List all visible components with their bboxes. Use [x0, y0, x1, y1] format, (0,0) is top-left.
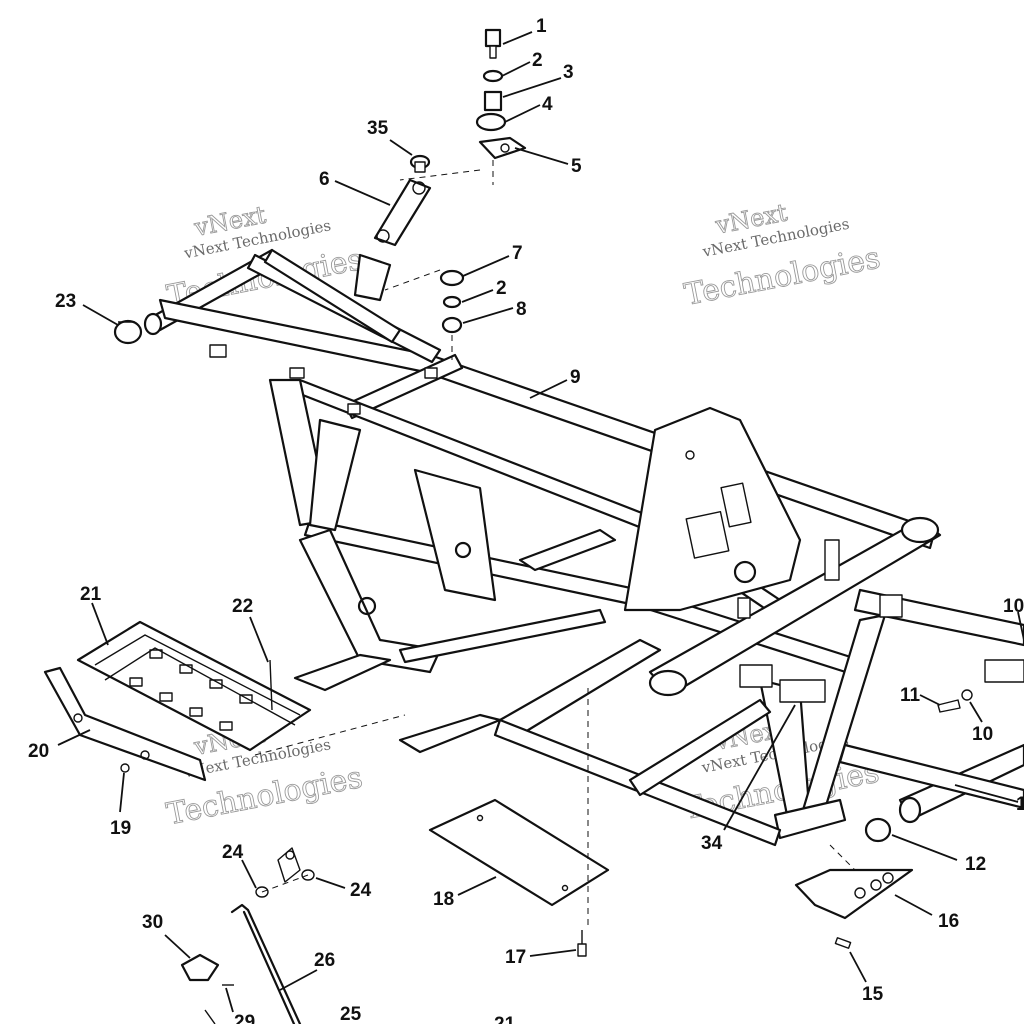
rear-bracket-16	[794, 844, 914, 949]
callout-15: 15	[862, 984, 884, 1005]
callout-9: 9	[570, 367, 581, 388]
callout-19: 19	[110, 818, 131, 839]
leader-lines	[57, 31, 1024, 1013]
callout-24b: 24	[350, 880, 372, 901]
knob-30	[180, 953, 234, 1024]
washer-nut-stack	[384, 269, 465, 360]
callout-4: 4	[542, 94, 553, 115]
callout-24a: 24	[222, 842, 244, 863]
mount-hardware-stack	[399, 28, 527, 185]
callout-11: 11	[900, 685, 921, 706]
callout-34: 34	[701, 833, 723, 854]
callout-10b: 10	[972, 724, 993, 745]
callout-30: 30	[142, 912, 163, 933]
callout-2: 2	[532, 50, 543, 71]
callout-5: 5	[571, 156, 582, 177]
watermark-top-right: vNext vNext Technologies Technologies	[681, 198, 883, 313]
callout-35: 35	[367, 118, 389, 139]
callout-20: 20	[28, 741, 49, 762]
callout-26: 26	[314, 950, 335, 971]
linkage-24	[255, 847, 315, 898]
tube-cap-12	[864, 817, 892, 843]
footrest-plate-assembly	[43, 620, 406, 782]
screw-17	[577, 930, 587, 957]
main-frame	[143, 248, 1024, 847]
callout-8: 8	[516, 299, 527, 320]
callout-10a: 10	[1003, 596, 1024, 617]
rear-side-rail	[838, 743, 1024, 810]
callout-13: 1	[1016, 794, 1024, 815]
rod-26	[230, 903, 302, 1024]
bracket-strap-6	[373, 178, 432, 247]
callout-17: 17	[505, 947, 526, 968]
callout-2b: 2	[496, 278, 507, 299]
callout-12: 12	[965, 854, 986, 875]
callout-21: 21	[80, 584, 102, 605]
callout-23: 23	[55, 291, 76, 312]
skid-plate-18	[428, 798, 610, 907]
callout-6: 6	[319, 169, 330, 190]
callout-22: 22	[232, 596, 253, 617]
plug-35	[409, 154, 431, 173]
callout-7: 7	[512, 243, 523, 264]
callout-18: 18	[433, 889, 454, 910]
callouts: 1 2 3 4 5 35 6 7 2 8 23 9 10 11 10 1 21 …	[28, 16, 1024, 1024]
callout-1: 1	[536, 16, 547, 37]
callout-3: 3	[563, 62, 574, 83]
callout-16: 16	[938, 911, 959, 932]
bolt-washer-11-10	[937, 689, 973, 713]
callout-21b: 21	[494, 1014, 516, 1024]
tube-cap-23	[113, 319, 143, 345]
callout-25: 25	[340, 1004, 362, 1024]
callout-29: 29	[234, 1012, 255, 1024]
rear-tube-end	[898, 796, 922, 824]
